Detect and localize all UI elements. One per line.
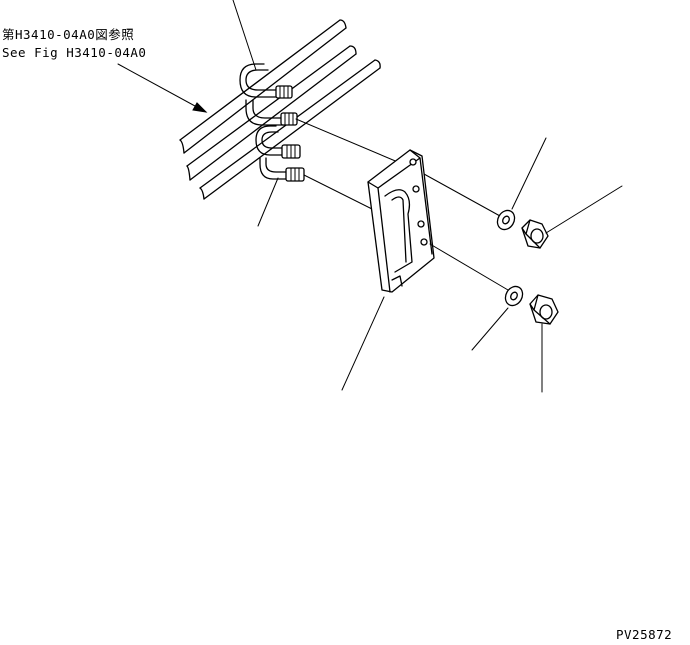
axis-line-lower	[303, 174, 381, 214]
clamp-bracket	[367, 149, 435, 293]
leader-washer-upper	[511, 137, 547, 210]
u-bolt-upper	[239, 63, 298, 126]
nut-upper	[521, 219, 549, 249]
leader-u-bolt	[257, 177, 279, 227]
leader-tube	[232, 0, 257, 71]
nut-lower	[529, 294, 559, 325]
leader-bracket	[341, 296, 385, 391]
reference-label-en: See Fig H3410-04A0	[2, 45, 147, 60]
reference-label-jp: 第H3410-04A0図参照	[2, 27, 135, 42]
axis-line-washer-lower	[429, 243, 509, 291]
leader-washer-lower	[471, 307, 509, 351]
reference-arrow	[117, 63, 208, 113]
leader-nut-upper	[545, 185, 623, 234]
washer-lower	[504, 285, 524, 307]
axis-line-washer-upper	[423, 173, 501, 217]
u-bolt-lower	[255, 125, 305, 182]
drawing-code: PV25872	[616, 627, 673, 642]
tube-assembly	[179, 19, 381, 200]
washer-upper	[496, 209, 516, 231]
axis-line-upper	[295, 118, 413, 169]
